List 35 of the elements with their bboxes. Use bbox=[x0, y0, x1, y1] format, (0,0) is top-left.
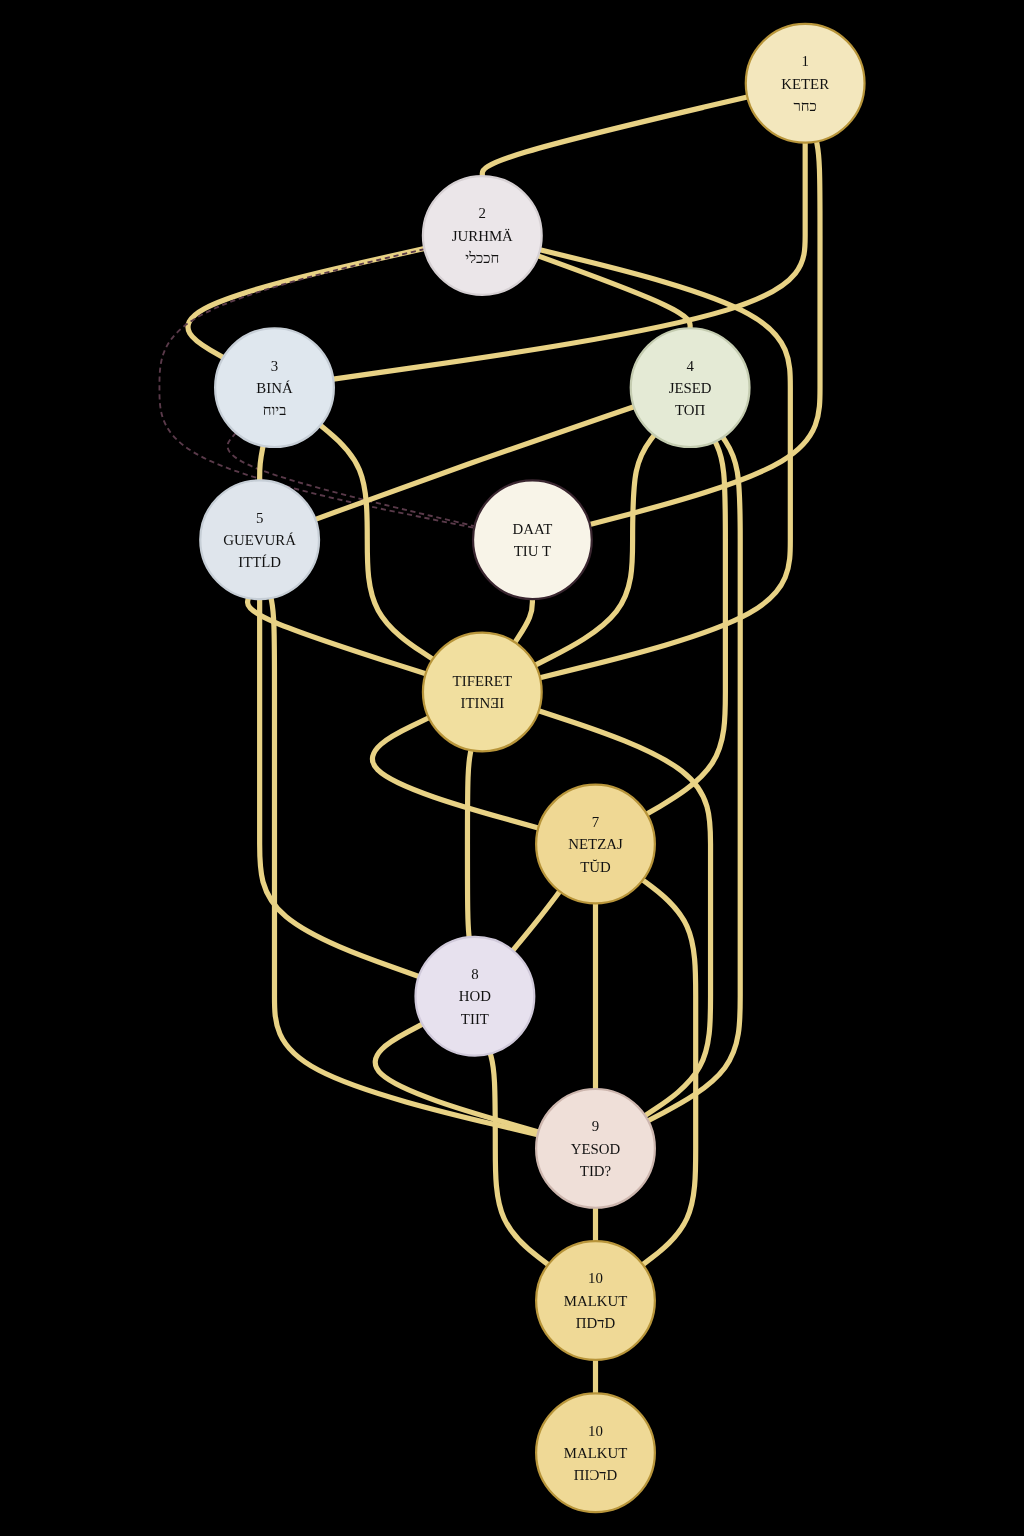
connector bbox=[512, 599, 535, 644]
connector bbox=[257, 445, 266, 481]
connector bbox=[185, 246, 425, 360]
connector bbox=[487, 1052, 550, 1267]
node-circle: 4 JESED TOΠ bbox=[629, 327, 751, 449]
node-circle: 8 HOD TIIT bbox=[414, 935, 536, 1057]
node-circle: 9 YESOD TID? bbox=[535, 1087, 656, 1209]
connector bbox=[534, 433, 657, 668]
connector bbox=[268, 597, 539, 1138]
connector bbox=[158, 248, 476, 529]
connector bbox=[592, 1207, 599, 1242]
connector bbox=[479, 94, 748, 177]
connector bbox=[537, 253, 693, 329]
connector bbox=[332, 142, 808, 382]
connector bbox=[510, 889, 562, 953]
node-circle: 5 GUEVURÁ ITTĹD bbox=[199, 479, 321, 601]
connector bbox=[464, 749, 474, 938]
connector bbox=[592, 903, 599, 1089]
connector bbox=[318, 423, 435, 662]
connector bbox=[646, 435, 743, 1124]
node-circle: 7 NETZAJ TŬD bbox=[535, 783, 656, 905]
connector bbox=[226, 431, 476, 528]
connector bbox=[537, 708, 714, 1118]
connector bbox=[370, 715, 540, 831]
connector bbox=[589, 141, 823, 528]
connector bbox=[641, 877, 699, 1267]
node-circle: TIFERET ITINƎI bbox=[421, 631, 543, 753]
connector bbox=[592, 1359, 599, 1394]
connector bbox=[257, 599, 420, 979]
connector bbox=[539, 247, 793, 681]
connector bbox=[645, 440, 728, 817]
connector bbox=[372, 1021, 540, 1135]
node-circle: DAAT TIU T bbox=[471, 479, 593, 601]
connector bbox=[245, 597, 427, 677]
connector bbox=[314, 404, 635, 522]
